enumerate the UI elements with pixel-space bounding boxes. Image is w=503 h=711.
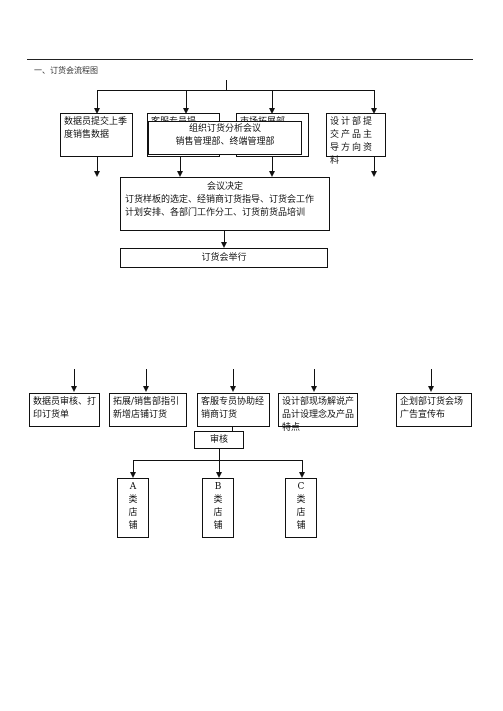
arrow-head-icon: [71, 386, 77, 392]
data-submit-box: 数据员提交上季度销售数据: [60, 113, 133, 157]
print-orders-box: 数据员审核、打印订货单: [29, 393, 100, 427]
arrow-head-icon: [230, 386, 236, 392]
store-a-char: A: [129, 482, 137, 492]
arrow-head-icon: [94, 108, 100, 114]
arrow-head-icon: [143, 386, 149, 392]
new-store-guide-box: 拓展/销售部指引新增店铺订货: [109, 393, 187, 427]
store-c-char: C: [297, 482, 305, 492]
arrow-head-icon: [269, 171, 275, 177]
store-b-box: B 类 店 铺: [202, 478, 234, 538]
review-box: 审核: [194, 431, 244, 449]
connector-line: [431, 369, 432, 387]
analysis-meeting-box: 组织订货分析会议 销售管理部、终端管理部: [148, 121, 302, 155]
arrow-head-icon: [269, 108, 275, 114]
store-b-char: 铺: [213, 521, 223, 531]
arrow-head-icon: [183, 108, 189, 114]
store-a-box: A 类 店 铺: [117, 478, 149, 538]
connector-line: [186, 90, 187, 110]
design-explain-box: 设计部现场解说产品计设理念及产品特点: [278, 393, 358, 433]
service-assist-box: 客服专员协助经销商订货: [197, 393, 270, 427]
arrow-head-icon: [94, 171, 100, 177]
connector-line: [74, 369, 75, 387]
arrow-head-icon: [311, 386, 317, 392]
connector-line: [97, 90, 374, 91]
fair-box: 订货会举行: [120, 248, 328, 268]
connector-line: [180, 157, 181, 172]
store-c-box: C 类 店 铺: [285, 478, 317, 538]
connector-line: [302, 460, 303, 474]
store-b-char: B: [214, 482, 222, 492]
arrow-head-icon: [371, 108, 377, 114]
connector-line: [374, 157, 375, 172]
top-rule: [27, 59, 473, 60]
arrow-head-icon: [428, 386, 434, 392]
analysis-meeting-title: 组织订货分析会议: [188, 124, 261, 134]
connector-line: [146, 369, 147, 387]
store-b-char: 类: [213, 495, 223, 505]
connector-line: [226, 80, 227, 91]
arrow-head-icon: [221, 242, 227, 248]
arrow-head-icon: [130, 472, 136, 478]
store-b-char: 店: [213, 508, 223, 518]
store-a-char: 类: [128, 495, 138, 505]
decision-detail-2: 计划安排、各部门工作分工、订货前货品培训: [125, 208, 306, 218]
store-a-char: 店: [128, 508, 138, 518]
store-a-char: 铺: [128, 521, 138, 531]
decision-detail-1: 订货样板的选定、经销商订货指导、订货会工作: [125, 195, 315, 205]
arrow-head-icon: [177, 171, 183, 177]
decision-box: 会议决定 订货样板的选定、经销商订货指导、订货会工作 计划安排、各部门工作分工、…: [120, 177, 330, 231]
planning-ads-box: 企划部订货会场广告宣传布: [396, 393, 472, 427]
connector-line: [374, 90, 375, 110]
connector-line: [133, 460, 303, 461]
connector-line: [232, 427, 233, 431]
connector-line: [233, 369, 234, 387]
connector-line: [133, 460, 134, 474]
connector-line: [272, 90, 273, 110]
store-c-char: 类: [296, 495, 306, 505]
arrow-head-icon: [299, 472, 305, 478]
analysis-meeting-depts: 销售管理部、终端管理部: [175, 137, 275, 147]
arrow-head-icon: [371, 171, 377, 177]
connector-line: [219, 449, 220, 460]
store-c-char: 店: [296, 508, 306, 518]
store-c-char: 铺: [296, 521, 306, 531]
decision-title: 会议决定: [206, 182, 243, 192]
connector-line: [272, 157, 273, 172]
arrow-head-icon: [216, 472, 222, 478]
design-submit-box: 设计部提交产品主导方向资料: [326, 113, 386, 166]
section-heading: 一、订货会流程图: [34, 66, 98, 75]
connector-line: [314, 369, 315, 387]
connector-line: [97, 157, 98, 172]
connector-line: [97, 90, 98, 110]
connector-line: [219, 460, 220, 474]
connector-line: [224, 231, 225, 244]
